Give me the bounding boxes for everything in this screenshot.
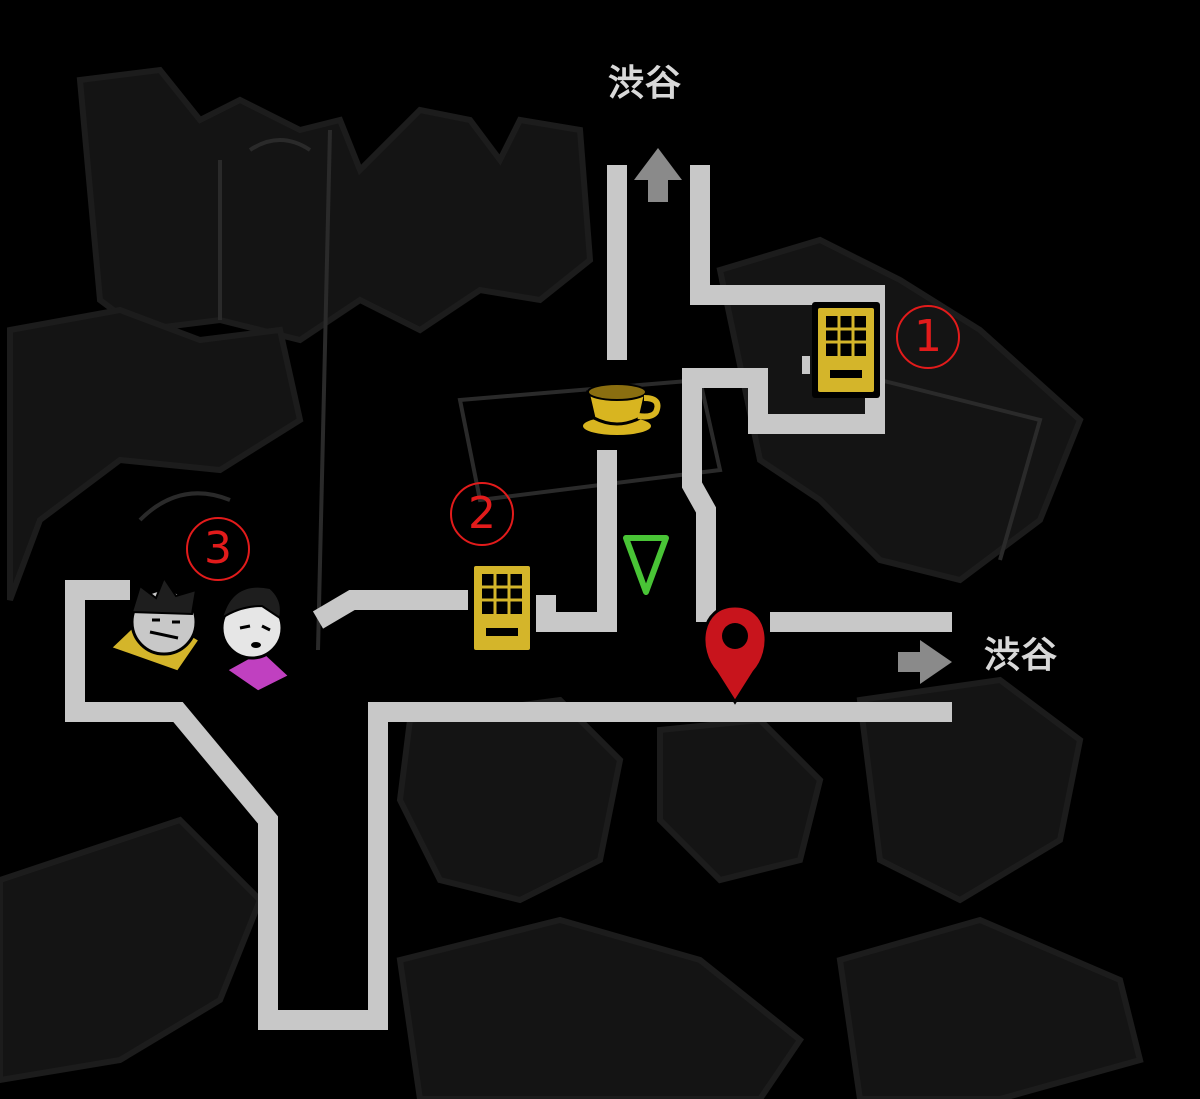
exit-label-east: 渋谷 bbox=[984, 635, 1059, 676]
arrow-right-icon bbox=[898, 640, 952, 684]
location-pin-icon bbox=[702, 604, 768, 705]
marker-number-3: 3 bbox=[186, 517, 250, 581]
road-network bbox=[65, 165, 952, 1030]
party-members[interactable] bbox=[107, 575, 293, 694]
vending-machine-icon bbox=[468, 560, 536, 656]
player-position bbox=[623, 535, 669, 595]
marker-number-2: 2 bbox=[450, 482, 514, 546]
coffee-cup-icon bbox=[579, 383, 661, 440]
vending-machine-2[interactable] bbox=[468, 560, 536, 656]
cafe-spot[interactable] bbox=[579, 383, 661, 440]
vending-machine-1[interactable] bbox=[802, 302, 880, 398]
background-buildings bbox=[0, 66, 1144, 1099]
exit-east-arrow[interactable] bbox=[898, 640, 952, 684]
destination-pin[interactable] bbox=[702, 604, 768, 705]
vending-machine-icon bbox=[802, 302, 880, 398]
exit-label-north: 渋谷 bbox=[608, 63, 683, 104]
marker-number-1: 1 bbox=[896, 305, 960, 369]
party-members-icon bbox=[107, 575, 293, 694]
arrow-up-icon bbox=[634, 148, 682, 202]
player-position-triangle-icon bbox=[623, 535, 669, 595]
exit-north-arrow[interactable] bbox=[634, 148, 682, 202]
